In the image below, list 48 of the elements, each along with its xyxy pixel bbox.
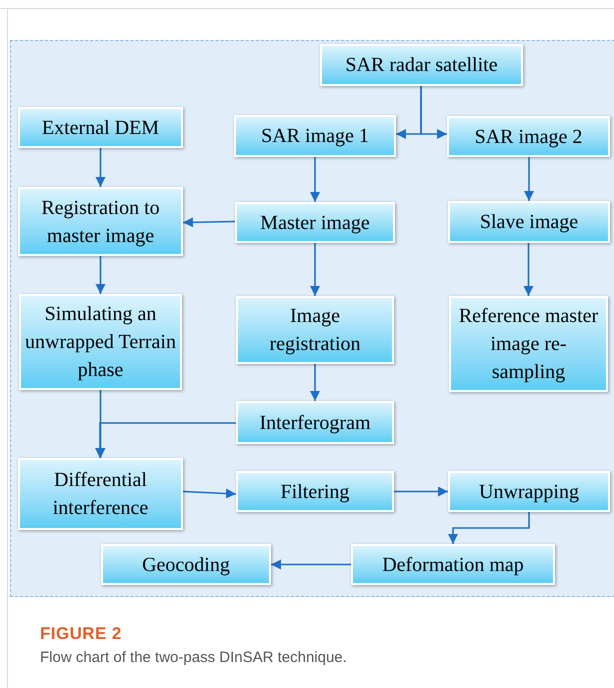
process-box [351,544,555,585]
process-box [236,296,394,364]
process-box [448,471,610,512]
process-box [18,458,183,530]
arrow [420,86,447,139]
caption: Flow chart of the two-pass DInSAR technique. [40,648,347,668]
process-box [236,401,394,444]
box-label: Filtering [280,480,350,504]
process-box [234,115,396,157]
arrow [310,364,320,401]
box-label: SAR image 2 [474,124,582,150]
box-label: Reference master image re-sampling [458,304,600,385]
process-box [449,296,608,392]
box-label: Master image [260,210,370,236]
arrow [524,243,534,296]
box-label: External DEM [42,116,160,140]
box-label: Simulating an unwrapped Terrain phase [25,302,176,383]
box-label: Geocoding [142,552,230,578]
arrow [394,486,448,496]
process-box [18,187,183,256]
arrow [310,243,320,296]
arrow [310,157,320,202]
process-box [18,107,183,148]
figure-label: FIGURE 2 [40,623,122,645]
box-label: Deformation map [382,552,524,578]
box-label: Unwrapping [479,480,579,504]
box-label: Differential interference [52,468,150,521]
arrow [182,217,236,228]
process-box [320,44,523,86]
arrow [448,512,530,544]
process-box [19,294,182,390]
box-label: Registration to master image [40,196,161,248]
process-box [448,201,610,243]
arrow [96,256,106,294]
arrow [524,157,534,201]
arrow [182,488,236,499]
process-box [236,471,394,512]
process-box [235,202,395,243]
box-label: SAR radar satellite [345,53,498,78]
arrow [95,422,236,458]
box-label: Image registration [268,304,362,357]
arrow [271,560,351,570]
box-label: Slave image [480,210,578,235]
box-label: Interferogram [259,410,371,436]
process-box [447,116,610,157]
box-label: SAR image 1 [261,124,369,149]
arrow [96,148,106,187]
process-box [101,544,271,585]
